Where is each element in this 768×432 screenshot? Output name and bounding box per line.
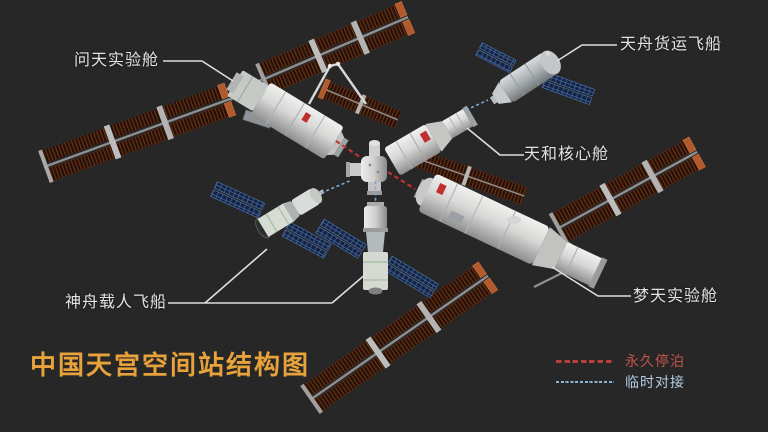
label-mengtian-module: 梦天实验舱: [633, 288, 719, 305]
legend-row-temporary: 临时对接: [556, 375, 685, 389]
label-tianhe-core: 天和核心舱: [524, 146, 610, 163]
mengtian-module: [413, 174, 608, 289]
wentian-module: [226, 70, 349, 159]
diagram-title: 中国天宫空间站结构图: [30, 350, 311, 380]
tianzhou-panel-port: [475, 42, 517, 74]
mengtian-leader-line: [551, 266, 631, 297]
shenzhou-leader-branch-1: [204, 248, 268, 304]
shenzhou-leader-branch-2: [331, 272, 368, 304]
wentian-solar-wing-aft: [255, 1, 416, 96]
legend-permanent-label: 永久停泊: [625, 353, 685, 369]
label-tianzhou-cargo: 天舟货运飞船: [620, 36, 723, 53]
mengtian-solar-wing-forward: [300, 261, 499, 414]
mengtian-solar-wing-aft: [548, 136, 706, 244]
tianzhou-leader-line: [556, 44, 617, 62]
wentian-leader-line: [163, 60, 234, 82]
temporary-dock-lines: [320, 99, 489, 204]
temporary-dash-swatch: [556, 381, 614, 383]
node-hub: [346, 140, 387, 195]
tianhe-leader-line: [466, 127, 524, 156]
label-shenzhou-crew: 神舟载人飞船: [65, 294, 168, 311]
wentian-solar-wing-forward: [38, 82, 237, 183]
permanent-dash-swatch: [556, 359, 614, 363]
tianhe-core-module: [385, 105, 478, 175]
shenzhou-forward-panel-se: [281, 221, 332, 259]
legend-temporary-label: 临时对接: [625, 374, 685, 390]
shenzhou-nadir-panel-right: [383, 255, 439, 299]
robotic-arm: [307, 61, 367, 105]
shenzhou-forward-panel-nw: [210, 181, 266, 219]
shenzhou-nadir-panel-left: [315, 218, 367, 259]
label-wentian-module: 问天实验舱: [74, 52, 160, 69]
tianzhou-spacecraft: [489, 50, 561, 105]
leader-lines: [163, 44, 631, 304]
shenzhou-nadir-spacecraft: [363, 202, 388, 295]
mengtian-antenna-dish: [507, 216, 521, 224]
tianhe-solar-array-starboard: [406, 145, 528, 205]
permanent-berth-lines: [335, 140, 416, 190]
tianzhou-panel-starboard: [541, 72, 596, 105]
legend-row-permanent: 永久停泊: [556, 354, 685, 368]
